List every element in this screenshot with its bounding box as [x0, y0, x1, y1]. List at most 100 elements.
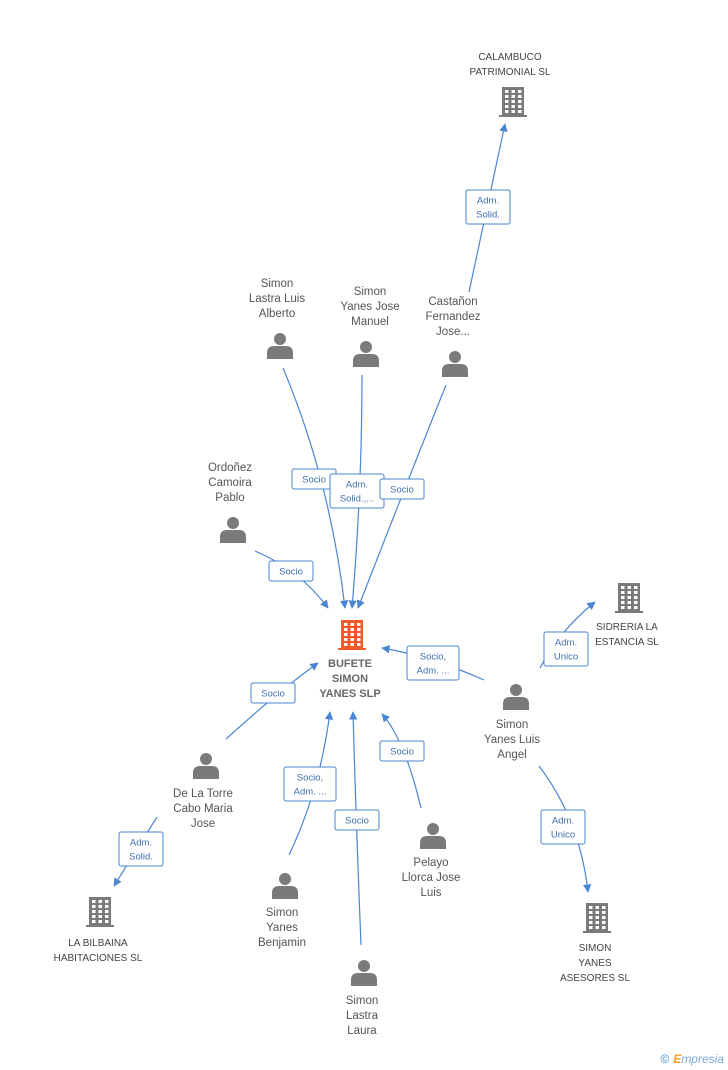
person-body — [351, 973, 377, 986]
building-window — [589, 926, 593, 929]
relation-edge[interactable]: Socio — [225, 662, 319, 740]
building-window — [98, 900, 102, 903]
building-window — [518, 110, 522, 113]
relation-label: Socio, — [297, 773, 323, 784]
node-label: Pablo — [215, 492, 244, 504]
building-window — [357, 643, 361, 646]
relation-edge[interactable]: Adm.Solid. — [465, 123, 511, 293]
building-window — [518, 105, 522, 108]
building-window — [344, 643, 348, 646]
person-head — [427, 823, 439, 835]
relation-edge[interactable]: Adm.Solid.,... — [329, 374, 385, 609]
building-window — [105, 915, 109, 918]
node-label: Simon — [354, 286, 387, 298]
building-window — [357, 633, 361, 636]
center-company-label: YANES SLP — [319, 688, 380, 700]
relation-label-box[interactable] — [334, 809, 380, 831]
person-head — [449, 351, 461, 363]
building-window — [589, 911, 593, 914]
relation-label: Adm. — [555, 638, 577, 649]
person-node[interactable]: CastañonFernandezJose... — [426, 296, 481, 377]
person-head — [274, 333, 286, 345]
person-body — [353, 354, 379, 367]
relation-edge[interactable]: Socio,Adm. ... — [381, 645, 485, 681]
empresia-watermark: ©Empresia — [660, 1052, 724, 1066]
building-window — [505, 110, 509, 113]
relation-edge[interactable]: Socio — [356, 384, 447, 609]
building-window — [92, 920, 96, 923]
person-icon — [272, 873, 298, 899]
node-label: LA BILBAINA — [68, 938, 128, 949]
building-window — [595, 916, 599, 919]
node-label: Simon — [496, 719, 529, 731]
relation-label-box[interactable] — [118, 831, 164, 867]
building-window — [627, 591, 631, 594]
node-label: Castañon — [428, 296, 477, 308]
node-label: Llorca Jose — [402, 872, 461, 884]
building-window — [92, 910, 96, 913]
relation-label-box[interactable] — [406, 645, 460, 681]
person-body — [442, 364, 468, 377]
relation-label-box[interactable] — [465, 189, 511, 225]
person-icon — [351, 960, 377, 986]
relation-label: Solid. — [476, 210, 500, 221]
building-window — [595, 926, 599, 929]
person-icon — [442, 351, 468, 377]
relation-edge[interactable]: Socio — [282, 367, 349, 609]
building-icon — [583, 903, 611, 933]
copyright-symbol: © — [660, 1052, 670, 1066]
building-window — [602, 926, 606, 929]
relation-edge[interactable]: Socio — [379, 713, 425, 809]
building-window — [595, 906, 599, 909]
building-window — [344, 623, 348, 626]
building-window — [350, 643, 354, 646]
relation-edge[interactable]: Adm.Unico — [539, 601, 596, 669]
building-window — [627, 596, 631, 599]
relation-edge[interactable]: Adm.Solid. — [113, 816, 164, 887]
relation-label-box[interactable] — [540, 809, 586, 845]
relation-label-box[interactable] — [250, 682, 296, 704]
person-icon — [420, 823, 446, 849]
relation-edge[interactable]: Socio — [334, 711, 380, 946]
relation-label-box[interactable] — [379, 740, 425, 762]
building-window — [634, 586, 638, 589]
relation-label: Socio — [345, 816, 369, 827]
relation-label: Socio — [390, 747, 414, 758]
person-head — [358, 960, 370, 972]
relation-label: Solid.,... — [340, 494, 374, 505]
building-window — [350, 628, 354, 631]
person-icon — [267, 333, 293, 359]
person-icon — [220, 517, 246, 543]
relation-edge[interactable]: Adm.Unico — [538, 765, 592, 893]
building-window — [105, 900, 109, 903]
building-window — [602, 916, 606, 919]
relation-label-box[interactable] — [283, 766, 337, 802]
relation-edge[interactable]: Socio — [254, 550, 329, 609]
node-label: Jose — [191, 818, 215, 830]
relation-label-box[interactable] — [543, 631, 589, 667]
node-label: Simon — [261, 278, 294, 290]
node-label: Angel — [497, 749, 526, 761]
building-window — [634, 601, 638, 604]
building-window — [511, 100, 515, 103]
building-window — [105, 920, 109, 923]
relation-label-box[interactable] — [379, 478, 425, 500]
relation-label-box[interactable] — [268, 560, 314, 582]
building-window — [621, 596, 625, 599]
building-window — [595, 911, 599, 914]
relation-edge[interactable]: Socio,Adm. ... — [283, 711, 337, 856]
